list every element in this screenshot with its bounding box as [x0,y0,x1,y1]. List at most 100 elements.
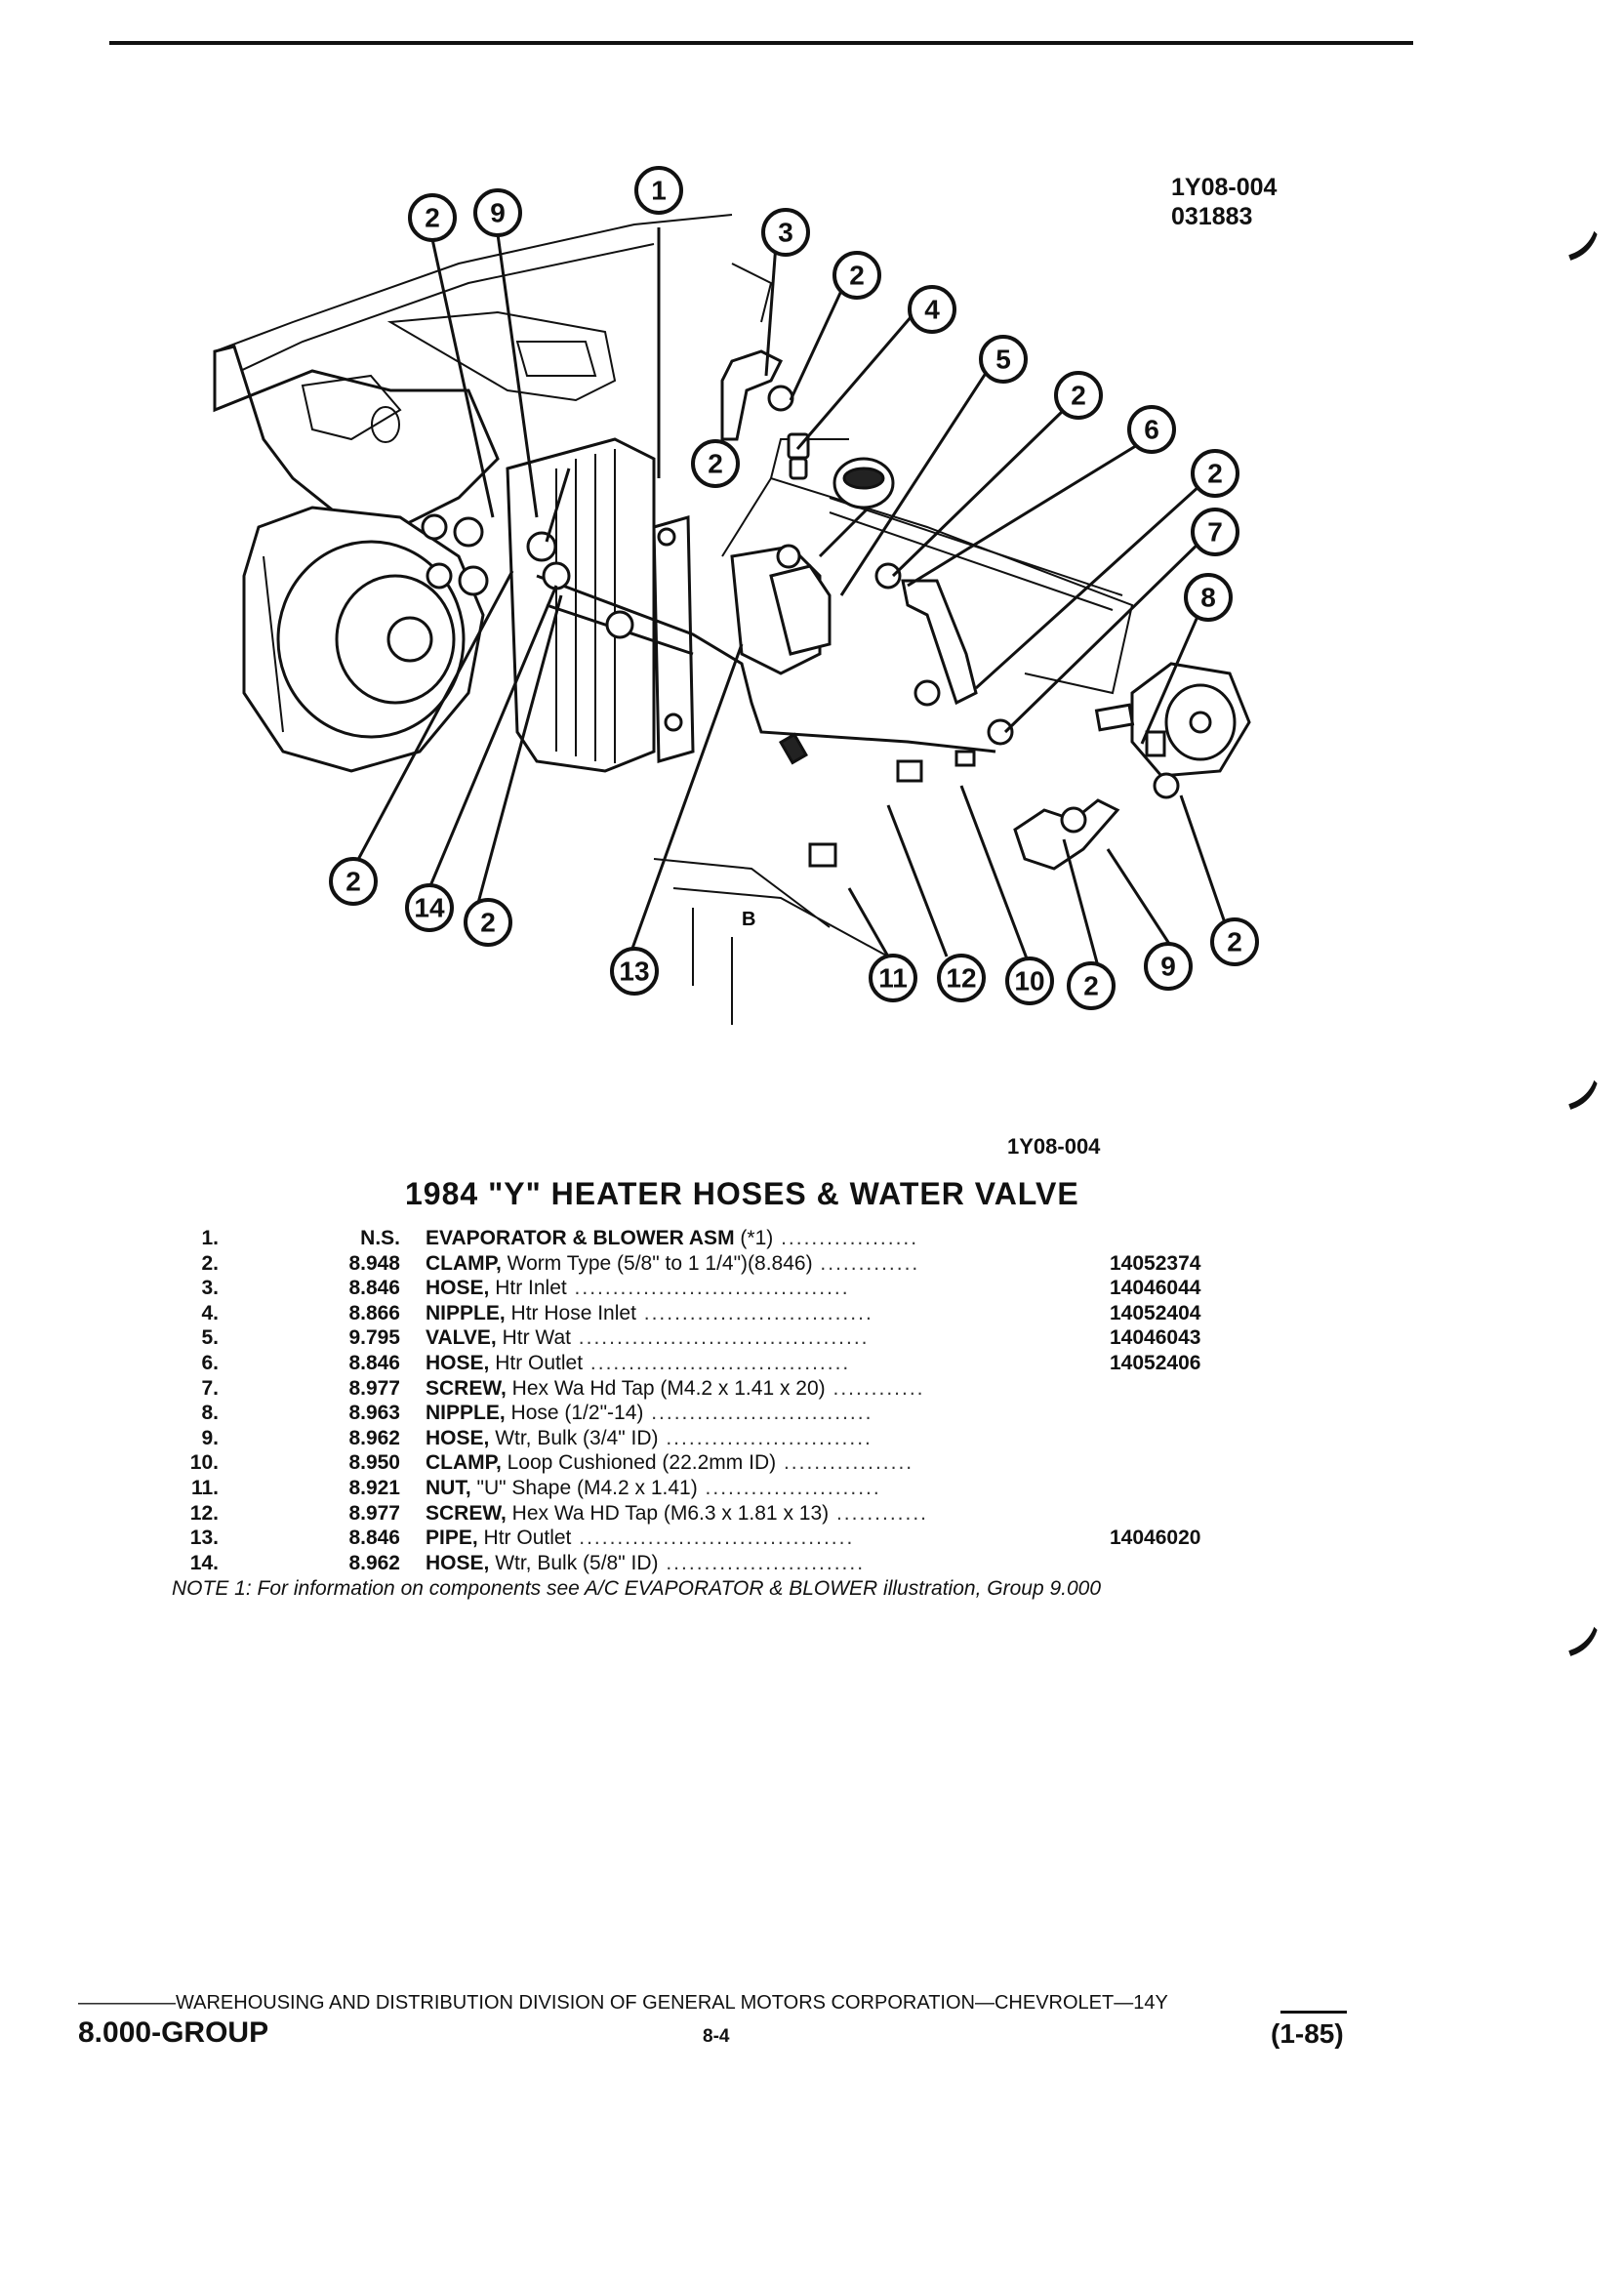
part-number: 14052406 [1110,1351,1201,1374]
item-number: 14. [189,1551,219,1574]
part-spec: Htr Wat [496,1326,571,1350]
svg-text:6: 6 [1144,415,1159,445]
clamps-and-fasteners [421,385,1180,868]
item-number: 13. [189,1527,219,1550]
svg-text:2: 2 [1083,971,1099,1001]
group-number: 8.962 [348,1426,400,1449]
note: NOTE 1: For information on components se… [172,1577,1102,1600]
callout-5: 5 [979,335,1028,384]
exploded-view-diagram: B 1 2 9 3 2 4 5 2 6 2 [213,166,1259,1025]
svg-text:9: 9 [1160,952,1176,982]
part-spec: Hex Wa Hd Tap (M4.2 x 1.41 x 20) [506,1376,826,1400]
part-name: VALVE, [426,1326,497,1350]
svg-text:11: 11 [878,963,908,994]
part-description: VALVE, Htr Wat .........................… [426,1325,1265,1351]
part-name: NIPPLE, [426,1402,506,1425]
part-name: SCREW, [426,1376,507,1400]
part-spec: Wtr, Bulk (3/4" ID) [489,1426,659,1449]
leader-dots: ............ [829,1501,928,1525]
svg-text:4: 4 [924,295,940,325]
svg-text:3: 3 [778,218,793,248]
item-number: 6. [201,1351,219,1374]
leader-dots: .................................. [583,1351,851,1374]
callout-9: 9 [1144,942,1193,991]
part-description: PIPE, Htr Outlet .......................… [426,1526,1265,1551]
callout-11: 11 [869,954,917,1002]
item-number: 9. [201,1426,219,1449]
callout-2: 2 [1191,449,1239,498]
part-spec: Htr Outlet [489,1351,584,1374]
scan-mark [1555,1600,1610,1656]
svg-text:8: 8 [1200,583,1216,613]
svg-text:7: 7 [1207,517,1223,548]
part-spec: Wtr, Bulk (5/8" ID) [489,1551,659,1574]
part-name: NUT, [426,1476,471,1499]
footer-page-number: 8-4 [703,2026,730,2047]
scan-mark [1555,204,1610,261]
group-number: 8.846 [348,1277,400,1300]
diagram-ref-code: 1Y08-004 [1171,174,1278,201]
part-name: CLAMP, [426,1251,502,1275]
item-number: 11. [190,1476,219,1499]
leader-lines [351,227,1232,967]
group-number: 8.977 [348,1376,400,1400]
page-title: 1984 "Y" HEATER HOSES & WATER VALVE [405,1176,1079,1211]
item-number: 2. [201,1251,219,1275]
callout-9: 9 [473,188,522,237]
part-number: 14052374 [1110,1251,1201,1275]
part-spec: Hex Wa HD Tap (M6.3 x 1.81 x 13) [506,1501,830,1525]
svg-text:1: 1 [651,176,667,206]
group-number: 8.977 [348,1501,400,1525]
top-rule [109,41,1413,45]
callout-13: 13 [610,947,659,996]
callout-3: 3 [761,208,810,257]
callout-6: 6 [1127,405,1176,454]
footer-division-line: —————WAREHOUSING AND DISTRIBUTION DIVISI… [78,1992,1168,2014]
group-number: 8.921 [348,1476,400,1499]
part-name: HOSE, [426,1551,490,1574]
svg-text:2: 2 [1071,381,1086,411]
leader-dots: .................................... [571,1527,855,1550]
svg-text:2: 2 [849,261,865,291]
item-number: 5. [201,1326,219,1350]
callout-8: 8 [1184,573,1233,622]
part-description: HOSE, Wtr, Bulk (5/8" ID) ..............… [426,1551,1265,1576]
part-description: HOSE, Htr Inlet ........................… [426,1276,1265,1301]
svg-text:2: 2 [1227,927,1242,957]
part-name: HOSE, [426,1351,490,1374]
part-description: HOSE, Htr Outlet .......................… [426,1351,1265,1376]
leader-dots: .............................. [635,1301,873,1324]
group-number: 8.846 [348,1527,400,1550]
diagram-ref-code-bottom: 1Y08-004 [1007,1134,1101,1159]
leader-dots: ............................. [643,1402,873,1425]
part-description: SCREW, Hex Wa Hd Tap (M4.2 x 1.41 x 20) … [426,1376,1265,1402]
heater-pipes-and-hoses [536,349,1120,871]
callout-2: 2 [1067,961,1116,1010]
group-number: 8.950 [348,1451,400,1475]
part-description: EVAPORATOR & BLOWER ASM (*1) ...........… [426,1226,1265,1251]
callout-1: 1 [634,166,683,215]
group-number: 8.963 [348,1402,400,1425]
item-number: 12. [189,1501,219,1525]
svg-text:2: 2 [425,203,440,233]
part-spec: Loop Cushioned (22.2mm ID) [501,1451,777,1475]
part-spec: Htr Outlet [477,1527,572,1550]
group-number: 8.948 [348,1251,400,1275]
svg-text:5: 5 [995,345,1011,375]
callout-4: 4 [908,285,956,334]
part-spec: Htr Hose Inlet [505,1301,636,1324]
part-description: NIPPLE, Hose (1/2"-14) .................… [426,1401,1265,1426]
callout-10: 10 [1005,957,1054,1005]
part-name: EVAPORATOR & BLOWER ASM [426,1227,735,1249]
part-name: HOSE, [426,1426,490,1449]
callout-2: 2 [832,251,881,300]
item-number: 1. [201,1227,219,1249]
part-number: 14046020 [1110,1527,1201,1550]
svg-text:14: 14 [414,893,445,923]
leader-dots: .......................... [658,1551,866,1574]
callout-2: 2 [1054,371,1103,420]
leader-dots: .................. [773,1227,919,1249]
diagram-ref-date: 031883 [1171,203,1253,230]
group-number: 8.846 [348,1351,400,1374]
part-description: NIPPLE, Htr Hose Inlet .................… [426,1301,1265,1326]
